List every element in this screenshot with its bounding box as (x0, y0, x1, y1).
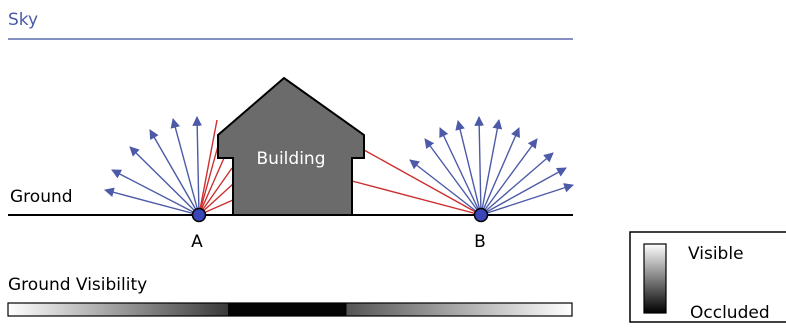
occluded-ray (198, 183, 234, 216)
visible-ray (480, 138, 538, 216)
visible-ray (104, 187, 200, 216)
building-shape (217, 76, 365, 216)
ground-visibility-bar (7, 302, 573, 317)
point-b-label: B (474, 232, 486, 252)
visible-ray (474, 116, 485, 216)
visible-ray (480, 152, 554, 216)
visible-ray (149, 129, 200, 216)
visible-ray (111, 169, 200, 216)
visibility-legend: Visible Occluded (629, 231, 786, 323)
sky-label: Sky (8, 10, 38, 30)
rays-point-a (104, 116, 234, 216)
visible-ray (480, 119, 503, 216)
ground-label: Ground (10, 187, 73, 207)
occluded-ray (198, 157, 225, 216)
visible-ray (480, 167, 567, 216)
visible-ray (170, 118, 200, 216)
visible-ray (424, 138, 482, 216)
ground-visibility-label: Ground Visibility (8, 275, 147, 295)
occluded-ray (198, 119, 218, 216)
visible-ray (409, 159, 482, 216)
point-a-label: A (191, 232, 203, 252)
rays-point-b (351, 116, 574, 216)
legend-occluded-label: Occluded (690, 303, 770, 323)
visible-ray (455, 120, 482, 216)
building-label: Building (257, 149, 326, 169)
occluded-ray (198, 167, 233, 216)
point-b-marker (473, 207, 489, 223)
occluded-ray (351, 180, 482, 216)
legend-visible-label: Visible (688, 244, 744, 264)
point-a-marker (191, 207, 207, 223)
legend-gradient (643, 243, 667, 314)
visible-ray (480, 183, 574, 216)
occluded-ray (363, 149, 482, 216)
visible-ray (439, 127, 482, 216)
visible-ray (129, 146, 200, 216)
visible-ray (480, 127, 520, 216)
visible-ray (192, 116, 203, 216)
